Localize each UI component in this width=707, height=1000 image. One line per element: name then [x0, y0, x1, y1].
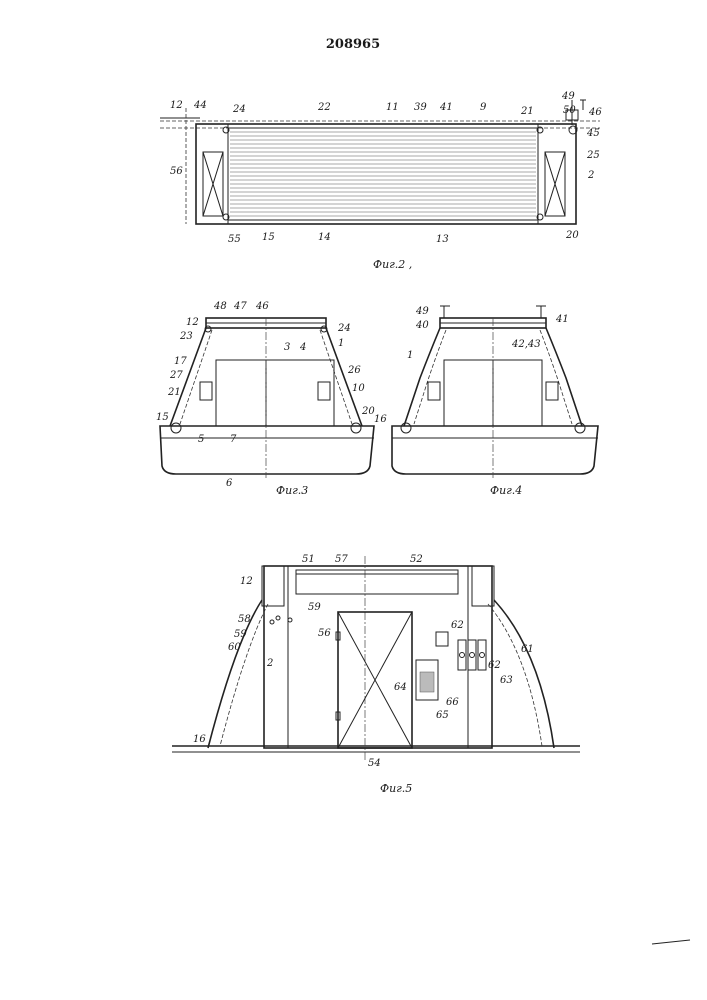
fig2-label-22: 22 [317, 102, 331, 113]
fig2-caption: Фиг.2 , [373, 258, 412, 271]
fig5-label-62a: 62 [451, 620, 464, 631]
fig5-label-63: 63 [500, 675, 513, 686]
fig2-label-55: 55 [228, 234, 241, 245]
fig4-label-42-43: 42,43 [511, 339, 541, 350]
fig5-label-56: 56 [318, 628, 331, 639]
fig4-caption: Фиг.4 [490, 484, 522, 497]
fig2-label-50: 50 [563, 105, 576, 116]
fig5-label-52: 52 [410, 554, 423, 565]
fig3-label-26: 26 [347, 365, 361, 376]
fig5-label-65: 65 [436, 710, 449, 721]
fig3-label-48: 48 [213, 301, 227, 312]
fig3-label-24: 24 [337, 323, 351, 334]
fig5-label-60: 60 [228, 642, 241, 653]
fig3-label-23: 23 [179, 331, 193, 342]
fig3-label-17: 17 [174, 356, 187, 367]
fig2-label-24: 24 [232, 104, 246, 115]
fig2-label-44: 44 [193, 100, 207, 111]
figure-4: 49 40 41 42,43 1 Фиг.4 [392, 306, 598, 497]
fig4-label-1: 1 [407, 350, 413, 361]
fig3-label-5: 5 [198, 434, 204, 445]
fig3-label-15: 15 [156, 412, 169, 423]
fig2-label-39: 39 [414, 102, 427, 113]
fig4-label-49: 49 [415, 306, 429, 317]
fig2-label-49: 49 [561, 91, 575, 102]
fig5-label-61: 61 [521, 644, 534, 655]
fig5-label-59: 59 [234, 629, 247, 640]
fig2-label-11: 11 [386, 102, 399, 113]
fig4-label-40: 40 [415, 320, 429, 331]
fig3-label-7: 7 [230, 434, 237, 445]
fig2-label-2: 2 [587, 170, 594, 181]
fig3-label-1: 1 [338, 338, 344, 349]
fig3-label-12: 12 [186, 317, 199, 328]
fig2-label-15: 15 [262, 232, 275, 243]
fig3-label-3: 3 [284, 342, 290, 353]
fig5-label-54: 54 [368, 758, 381, 769]
patent-number: 208965 [326, 37, 380, 52]
fig5-label-57: 57 [335, 554, 348, 565]
fig4-label-41: 41 [555, 314, 569, 325]
fig2-label-21: 21 [520, 106, 534, 117]
fig3-label-16: 16 [374, 414, 387, 425]
fig3-label-47: 47 [233, 301, 247, 312]
fig2-label-13: 13 [436, 234, 449, 245]
fig3-label-10: 10 [352, 383, 365, 394]
fig3-label-4: 4 [299, 342, 306, 353]
fig5-label-51: 51 [302, 554, 315, 565]
fig3-label-6: 6 [226, 478, 233, 489]
fig5-label-59b: 59 [308, 602, 321, 613]
fig3-caption: Фиг.3 [276, 484, 308, 497]
fig2-label-9: 9 [480, 102, 487, 113]
fig2-label-25: 25 [586, 150, 600, 161]
fig2-label-20: 20 [565, 230, 579, 241]
fig2-label-46: 46 [588, 107, 602, 118]
fig3-label-27: 27 [169, 370, 183, 381]
fig5-label-64: 64 [394, 682, 407, 693]
roof-panel-hatching [230, 132, 536, 216]
fig5-label-62b: 62 [488, 660, 501, 671]
fig2-label-14: 14 [318, 232, 331, 243]
fig2-label-45: 45 [586, 128, 600, 139]
fig2-label-41: 41 [439, 102, 453, 113]
fig3-label-21: 21 [167, 387, 181, 398]
scan-mark [652, 940, 690, 944]
figure-5: 51 57 52 12 58 59 59 60 56 2 62 62 61 63… [172, 554, 580, 795]
figure-2: 12 44 24 22 11 39 41 9 21 49 50 46 45 25… [160, 91, 602, 271]
fig2-label-56: 56 [170, 166, 183, 177]
fig5-label-12: 12 [240, 576, 253, 587]
fig3-label-46: 46 [255, 301, 269, 312]
fig5-label-2: 2 [266, 658, 273, 669]
figure-3: 48 47 46 12 23 17 27 21 15 3 4 24 1 26 1… [156, 301, 387, 497]
fig5-caption: Фиг.5 [380, 782, 412, 795]
fig5-label-16: 16 [193, 734, 206, 745]
fig5-label-58: 58 [238, 614, 251, 625]
fig2-label-12: 12 [170, 100, 183, 111]
fig5-label-66: 66 [446, 697, 459, 708]
